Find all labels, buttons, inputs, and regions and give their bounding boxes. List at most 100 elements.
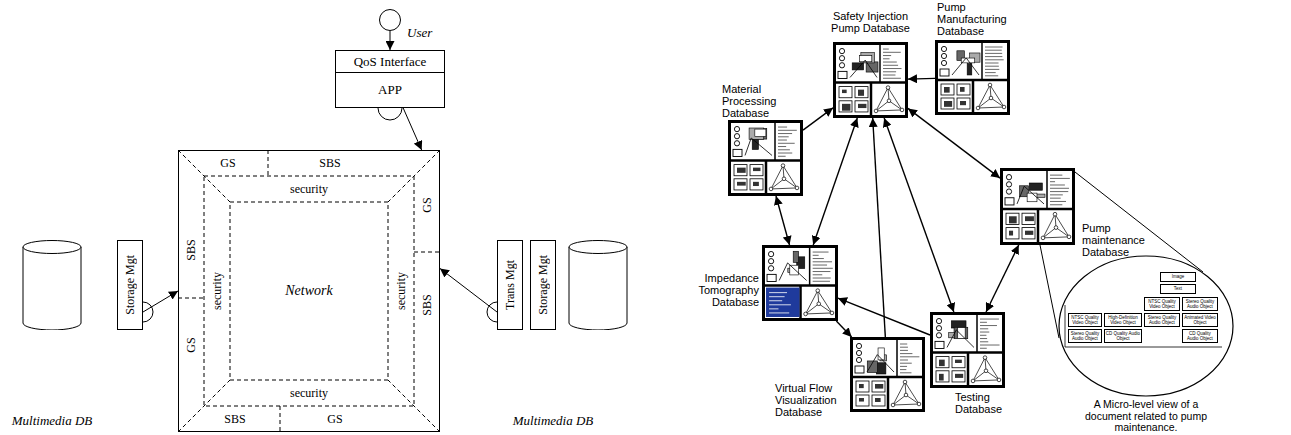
text-line (778, 133, 792, 134)
picture-part (876, 363, 886, 374)
icon-mark (842, 90, 847, 93)
manager-box: Storage Mgt (530, 240, 556, 330)
icon-circle (1006, 189, 1011, 194)
network-line (818, 291, 832, 313)
text-line (769, 308, 778, 309)
icon-circle (768, 266, 773, 271)
network-dot (891, 403, 895, 407)
icon-box (941, 84, 954, 95)
user-circle: User (379, 9, 401, 31)
picture-part (745, 138, 772, 155)
network-dot (976, 106, 980, 110)
divider-line (774, 123, 776, 161)
band-label: SBS (319, 156, 340, 171)
icon-box (767, 274, 776, 281)
divider-line (870, 83, 873, 115)
corner-line (388, 150, 440, 202)
network-dot (874, 109, 878, 113)
media-object-box: Stereo Quality Audio Object (1068, 329, 1102, 343)
time-axis (1065, 347, 1222, 348)
node-text: NTSC Quality Video Object (1069, 315, 1101, 325)
text-line (778, 127, 787, 128)
text-line (985, 72, 996, 73)
divider-line (976, 315, 978, 353)
database-thumbnail: Safety Injection Pump Database (833, 42, 908, 118)
text-line (985, 50, 1002, 51)
divider-line (809, 248, 811, 286)
thumbnail-picture (1003, 171, 1072, 242)
time-axis (1065, 305, 1066, 347)
network-dot (782, 177, 786, 181)
icon-circle (936, 333, 941, 338)
text-line (985, 56, 1002, 57)
icon-mark (939, 374, 944, 381)
network-dot (795, 186, 799, 190)
icon-box (936, 371, 949, 382)
network-dot (804, 312, 808, 316)
connector-arrow (884, 118, 954, 312)
band-label: GS (420, 197, 435, 212)
network-line (1043, 237, 1069, 238)
picture-part (947, 330, 974, 348)
network-line (893, 395, 906, 405)
icon-mark (1025, 216, 1034, 221)
icon-box (855, 87, 868, 98)
thumbnail-picture (853, 340, 922, 409)
icon-box (872, 395, 885, 406)
band-divider (268, 150, 269, 176)
picture-part (952, 58, 979, 75)
network-line (973, 380, 999, 381)
text-line (769, 296, 785, 297)
icon-box (838, 71, 847, 78)
node-text: QoS Interface (354, 54, 427, 70)
text-line (1050, 204, 1062, 205)
icon-mark (955, 360, 962, 363)
network-dot (1054, 226, 1058, 230)
media-object-box: NTSC Quality Video Object (1144, 297, 1180, 311)
picture-part (1029, 183, 1042, 190)
text-line (900, 360, 908, 361)
icon-box (734, 165, 747, 176)
connector-arrow (403, 108, 421, 150)
connector-arrow (873, 118, 886, 337)
media-object-box: High-Definition Video Object (1104, 313, 1142, 327)
text-line (813, 255, 819, 256)
text-line (985, 53, 1002, 54)
cylinder-outline (22, 240, 82, 330)
divider-line (972, 80, 975, 112)
database-thumbnail: Virtual Flow Visualization Database (850, 337, 925, 412)
network-dot (887, 99, 891, 103)
text-line (985, 66, 999, 67)
text-line (883, 68, 902, 69)
heading-text: Pump Manufacturing Database (937, 1, 1019, 37)
network-line (905, 382, 919, 404)
node-text: Network (285, 283, 332, 299)
picture-part (779, 263, 806, 281)
text-line (900, 366, 907, 367)
text-line (900, 347, 908, 348)
text-line (778, 156, 786, 157)
icon-circle (839, 48, 844, 53)
network-line (889, 101, 902, 110)
band-label: SBS (184, 239, 199, 260)
network-line (784, 179, 797, 188)
icon-mark (875, 398, 881, 402)
connector-arrow (813, 118, 857, 245)
network-dot (816, 289, 820, 293)
network-line (806, 304, 819, 314)
text-line (778, 153, 792, 154)
icon-box (733, 149, 742, 156)
database-cylinder: Multimedia DB (568, 240, 628, 330)
text-line (883, 75, 895, 76)
text-line (985, 63, 999, 64)
icon-mark (753, 182, 759, 186)
icon-circle (941, 60, 946, 65)
band-label: GS (327, 412, 342, 427)
media-object-box: Image (1160, 272, 1196, 282)
connector-arrow (836, 321, 851, 337)
database-cylinder: Multimedia DB (22, 240, 82, 330)
database-thumbnail: Impedance Tomography Database (762, 245, 838, 321)
text-line (1050, 188, 1069, 189)
icon-mark (858, 104, 866, 108)
text-line (883, 78, 901, 79)
